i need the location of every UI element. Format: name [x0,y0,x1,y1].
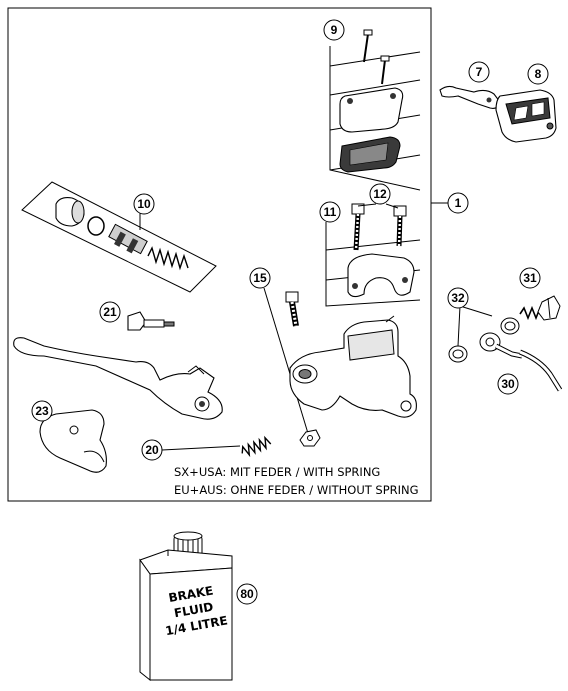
svg-text:12: 12 [373,187,387,201]
svg-text:20: 20 [145,443,159,457]
callout-20: 20 [141,439,163,461]
svg-text:11: 11 [324,205,337,219]
brake-lever [13,337,223,420]
svg-text:30: 30 [501,377,515,391]
brake-fluid-can: BRAKE FLUID 1/4 LITRE [139,531,233,682]
svg-text:10: 10 [137,197,151,211]
note-without-spring: EU+AUS: OHNE FEDER / WITHOUT SPRING [174,483,419,497]
lever-guard-23 [39,409,107,473]
brake-line-group [448,295,563,392]
master-cylinder-body [289,315,417,418]
adjuster-part-21 [127,311,175,331]
callout-32: 32 [447,287,469,309]
callout-21: 21 [99,301,121,323]
spring-part-20 [161,435,272,458]
callout-12: 12 [369,183,391,205]
piston-kit-10 [21,181,217,293]
svg-text:31: 31 [523,271,537,285]
svg-text:15: 15 [253,271,267,285]
callout-30: 30 [497,373,519,395]
callout-23: 23 [31,400,53,422]
svg-text:80: 80 [240,587,254,601]
svg-text:1: 1 [455,196,462,210]
svg-text:8: 8 [535,67,542,81]
callout-9: 9 [323,19,345,41]
clamp-group-11 [325,203,421,307]
assembly-frame [7,7,432,502]
lever-part-7 [439,85,501,109]
note-with-spring: SX+USA: MIT FEDER / WITH SPRING [174,465,380,479]
svg-text:32: 32 [451,291,465,305]
callout-1: 1 [447,192,469,214]
svg-text:23: 23 [35,404,49,418]
cover-group-9 [329,29,421,191]
callout-11: 11 [319,201,341,223]
svg-text:21: 21 [103,305,117,319]
callout-8: 8 [527,63,549,85]
callout-7: 7 [468,61,490,83]
callout-80: 80 [236,583,258,605]
svg-text:7: 7 [476,65,483,79]
callout-31: 31 [519,267,541,289]
svg-text:9: 9 [331,23,338,37]
svg-text:FLUID: FLUID [173,600,214,621]
callout-10: 10 [133,193,155,215]
pivot-bolt-15 [263,287,321,447]
master-cylinder-unit-8 [495,89,557,143]
callout-15: 15 [249,267,271,289]
